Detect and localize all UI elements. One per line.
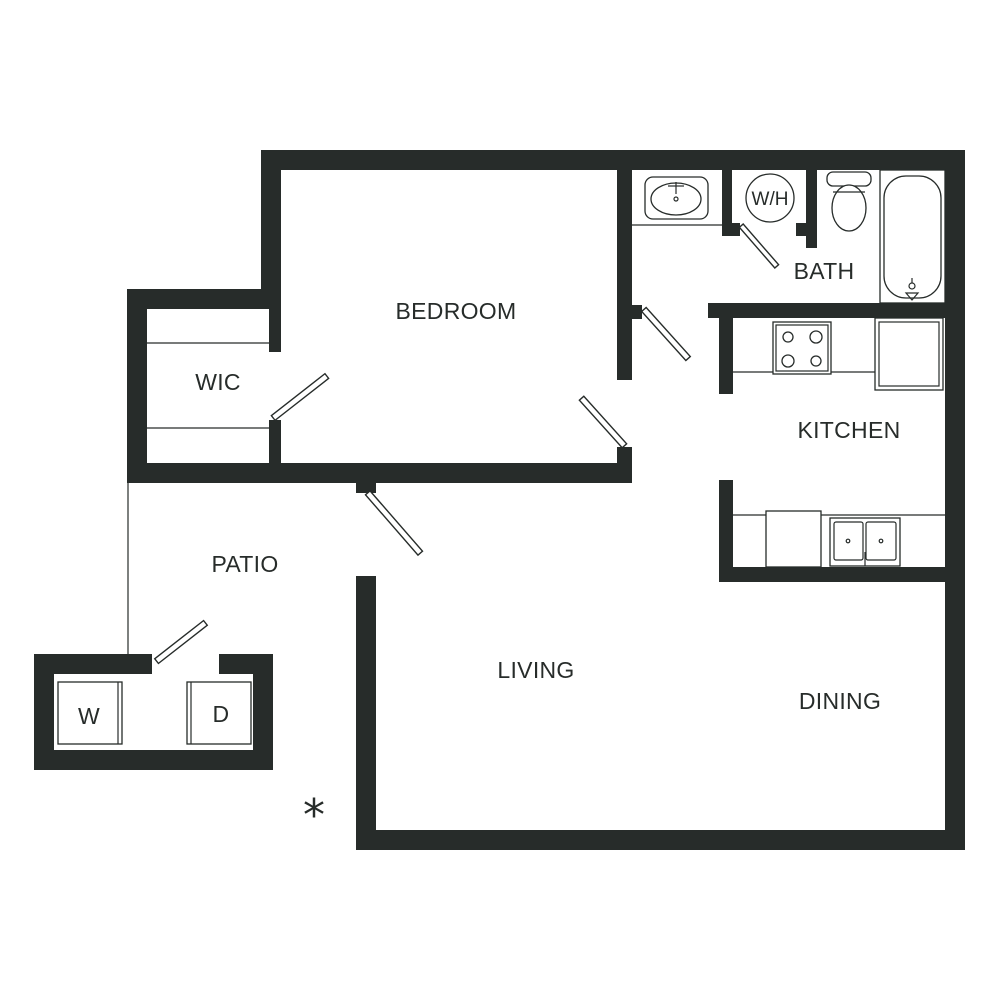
wall-bottom <box>356 830 965 850</box>
wall-bath-wh-partition <box>806 170 817 248</box>
wall-kitchen-left-lower <box>719 480 733 582</box>
room-label-living: LIVING <box>497 657 574 683</box>
washer <box>57 681 123 745</box>
bath-inner-door <box>738 222 780 270</box>
wall-bedroom-left-upper <box>261 150 281 308</box>
bathtub-icon <box>879 169 946 304</box>
wall-bedroom-bottom <box>127 463 632 483</box>
wall-bath-wh-jamb <box>796 223 817 236</box>
wall-bath-sink-partition <box>722 170 732 228</box>
wall-bath-bottom <box>708 303 965 318</box>
bathroom-door <box>640 306 692 362</box>
room-label-bath: BATH <box>794 258 855 284</box>
room-label-bedroom: BEDROOM <box>396 298 517 324</box>
refrigerator-icon <box>874 317 944 391</box>
room-label-dining: DINING <box>799 688 881 714</box>
wall-bedroom-right-lower <box>617 447 632 483</box>
wall-right <box>945 150 965 850</box>
wall-laundry-right <box>253 654 273 770</box>
laundry-door <box>153 619 209 665</box>
water-heater-label: W/H <box>752 189 789 210</box>
wall-bath-sink-jamb <box>722 223 740 236</box>
wall-bedroom-right-upper <box>617 170 632 380</box>
wic-door <box>270 372 330 422</box>
dryer <box>186 681 252 745</box>
wall-top <box>261 150 965 170</box>
wall-wic-top <box>127 289 281 309</box>
doors <box>153 222 780 665</box>
wall-laundry-top-left <box>34 654 152 674</box>
wall-living-left <box>356 576 376 850</box>
wall-kitchen-bottom <box>719 567 965 582</box>
kitchen-sink-icon <box>829 517 901 567</box>
dryer-label: D <box>213 701 230 727</box>
washer-label: W <box>78 703 100 729</box>
wall-bedroom-door-stub <box>356 463 376 493</box>
wall-bedroom-left-lower <box>269 420 281 474</box>
wall-bedroom-left-stub <box>269 308 281 352</box>
wall-laundry-left <box>34 654 54 770</box>
bedroom-closet-door <box>578 395 628 449</box>
bedroom-door <box>364 489 424 557</box>
wall-bedroom-right-jamb <box>632 305 642 319</box>
wall-laundry-bottom <box>34 750 273 770</box>
room-label-patio: PATIO <box>211 551 278 577</box>
stove-icon <box>772 321 832 375</box>
walls <box>34 150 965 850</box>
room-label-kitchen: KITCHEN <box>797 417 900 443</box>
room-label-wic: WIC <box>195 369 241 395</box>
wall-wic-left <box>127 289 147 483</box>
faucet-icon <box>668 182 684 202</box>
asterisk-marker: * <box>303 790 325 841</box>
toilet-icon <box>826 171 872 232</box>
wall-kitchen-left-upper <box>719 303 733 394</box>
water-heater <box>745 173 795 223</box>
dishwasher-icon <box>765 510 822 568</box>
